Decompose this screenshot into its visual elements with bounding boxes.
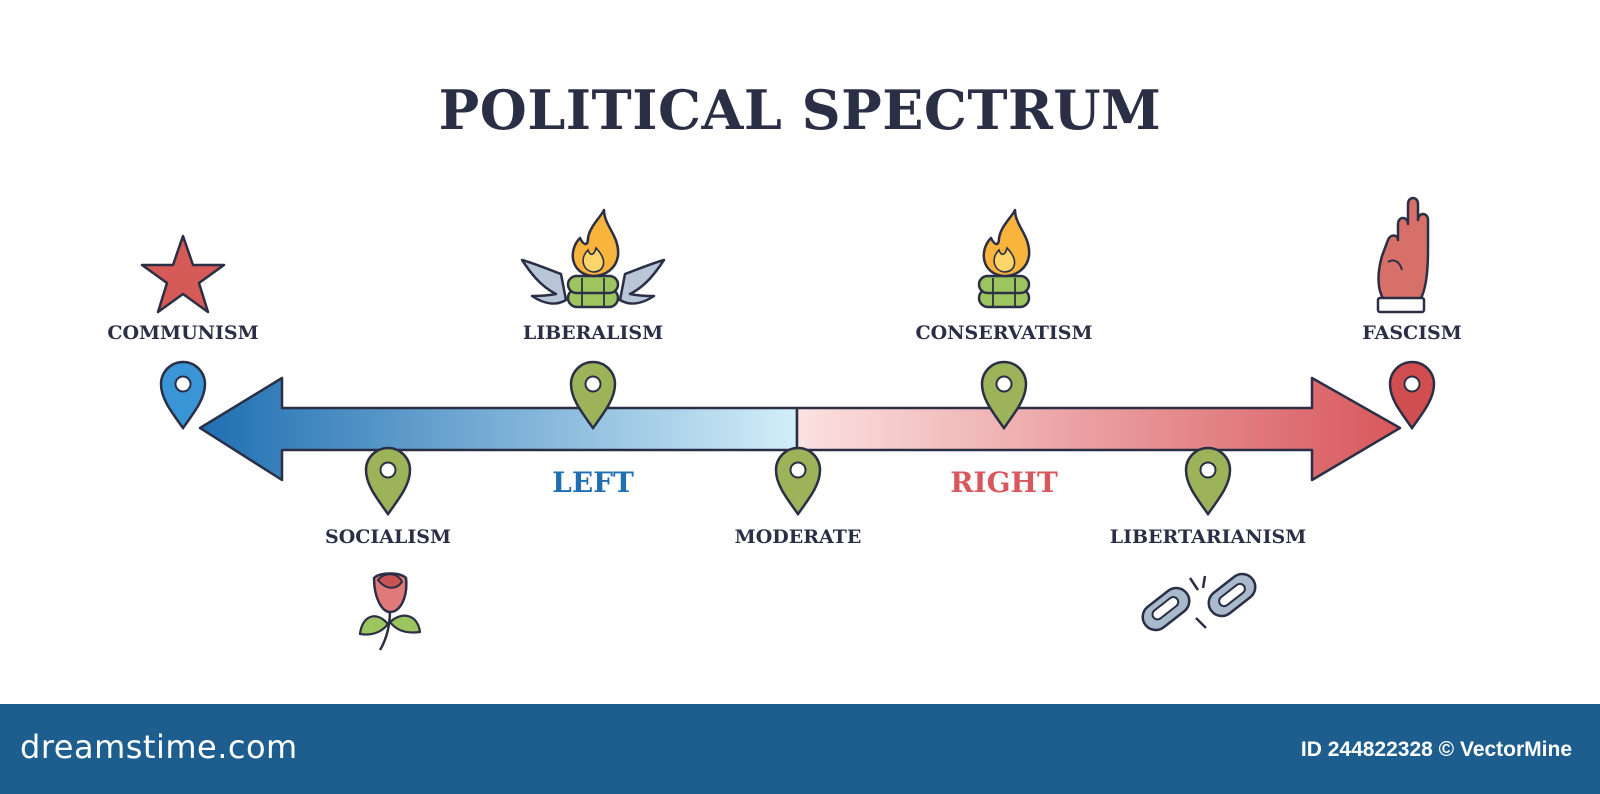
communism-pin <box>159 360 207 430</box>
left-label: LEFT <box>552 466 634 499</box>
label-communism: COMMUNISM <box>107 322 259 344</box>
flame-icon <box>977 208 1031 309</box>
label-libertarianism: LIBERTARIANISM <box>1109 526 1307 548</box>
page-title: POLITICAL SPECTRUM <box>438 78 1162 142</box>
rose-icon <box>358 572 422 651</box>
libertarianism-pin <box>1184 446 1232 516</box>
raised-hand-icon <box>1376 196 1430 314</box>
spectrum-arrow <box>198 376 1402 482</box>
label-liberalism: LIBERALISM <box>522 322 664 344</box>
broken-chain-icon <box>1141 572 1257 632</box>
footer-bar: dreamstime.com ID 244822328 © VectorMine <box>0 704 1600 794</box>
label-moderate: MODERATE <box>734 526 862 548</box>
fascism-pin <box>1388 360 1436 430</box>
star-icon <box>140 234 226 314</box>
label-fascism: FASCISM <box>1362 322 1462 344</box>
brand-logo: dreamstime.com <box>20 728 298 766</box>
moderate-pin <box>774 446 822 516</box>
spectrum-graphic <box>140 196 1436 651</box>
diagram-canvas: POLITICAL SPECTRUM <box>107 78 1462 651</box>
image-credit: ID 244822328 © VectorMine <box>1300 738 1572 761</box>
label-conservatism: CONSERVATISM <box>915 322 1093 344</box>
right-label: RIGHT <box>950 466 1058 499</box>
winged-flame-icon <box>520 208 666 309</box>
label-socialism: SOCIALISM <box>324 526 452 548</box>
socialism-pin <box>364 446 412 516</box>
left-arrow-half <box>198 376 799 482</box>
right-arrow-half <box>795 376 1402 482</box>
